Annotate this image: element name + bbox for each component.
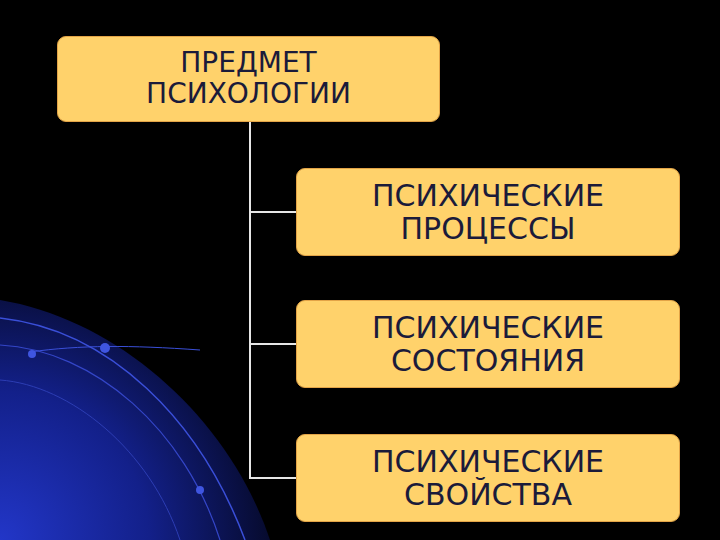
swirl-arc [0,318,245,540]
topic-box: ПРЕДМЕТ ПСИХОЛОГИИ [57,36,440,122]
swirl-arc [0,345,220,540]
swirl-dot [196,486,204,494]
swirl-arc [0,380,180,540]
swirl-dot [100,343,110,353]
category-box: ПСИХИЧЕСКИЕ СОСТОЯНИЯ [296,300,680,388]
box-label: ПСИХИЧЕСКИЕ СВОЙСТВА [338,445,638,511]
swirl-arc [30,346,200,352]
blue-glow [0,300,270,540]
category-box: ПСИХИЧЕСКИЕ СВОЙСТВА [296,434,680,522]
box-label: ПСИХИЧЕСКИЕ СОСТОЯНИЯ [338,311,638,377]
swirl-dot [28,350,36,358]
box-label: ПСИХИЧЕСКИЕ ПРОЦЕССЫ [338,179,638,245]
category-box: ПСИХИЧЕСКИЕ ПРОЦЕССЫ [296,168,680,256]
tree-connector [250,122,296,478]
tree-connector [250,122,296,344]
box-label: ПРЕДМЕТ ПСИХОЛОГИИ [109,48,389,110]
tree-connector [250,122,296,212]
